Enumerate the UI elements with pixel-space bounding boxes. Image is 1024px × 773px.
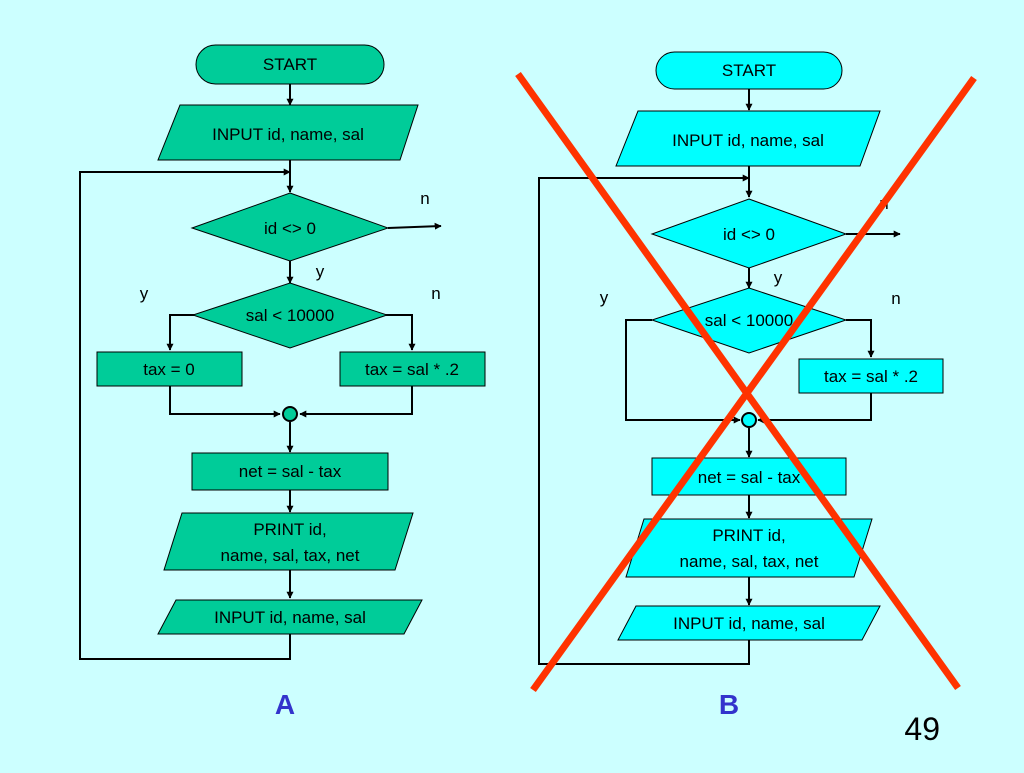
input-bottom-label: INPUT id, name, sal	[673, 614, 825, 633]
tax-rate-process	[798, 358, 944, 394]
loop-condition-label: id <> 0	[264, 219, 316, 238]
connector-tax-no	[846, 319, 875, 358]
start-terminator	[655, 51, 843, 90]
start-label: START	[722, 61, 776, 80]
flowchart-b: START INPUT id, name, sal id <> 0 n y sa…	[515, 51, 977, 720]
tax-zero-label: tax = 0	[143, 360, 195, 379]
flowchart-a-connectors	[79, 84, 442, 660]
print-label-line2: name, sal, tax, net	[680, 552, 819, 571]
flowchart-b-connectors	[538, 89, 901, 665]
tax-condition-label: sal < 10000	[246, 306, 334, 325]
net-label: net = sal - tax	[239, 462, 342, 481]
tax-yes-label: y	[600, 288, 609, 307]
connector-loop-back	[538, 174, 750, 665]
cross-out-stroke-2	[530, 75, 977, 693]
input-top-parallelogram	[157, 104, 419, 161]
connector-loop-exit	[387, 222, 442, 230]
loop-continue-label: y	[316, 262, 325, 281]
input-top-parallelogram	[615, 110, 881, 167]
cross-out-mark	[515, 71, 977, 693]
input-top-label: INPUT id, name, sal	[672, 131, 824, 150]
start-terminator	[195, 44, 385, 85]
print-label-line1: PRINT id,	[253, 520, 326, 539]
connector-tax-no	[385, 314, 416, 351]
input-bottom-label: INPUT id, name, sal	[214, 608, 366, 627]
loop-condition-label: id <> 0	[723, 225, 775, 244]
panel-label-b: B	[719, 689, 739, 720]
input-bottom-parallelogram	[617, 605, 881, 641]
tax-zero-process	[96, 351, 243, 387]
join-connector	[741, 412, 757, 428]
tax-rate-process	[339, 351, 486, 387]
input-top-label: INPUT id, name, sal	[212, 125, 364, 144]
loop-continue-label: y	[774, 268, 783, 287]
join-connector	[282, 406, 298, 422]
loop-exit-label: n	[420, 189, 429, 208]
input-bottom-parallelogram	[157, 599, 423, 635]
connector-tax-rate-to-join	[757, 393, 872, 424]
loop-condition-diamond	[650, 198, 848, 269]
flowchart-a: START INPUT id, name, sal id <> 0 n y sa…	[79, 44, 486, 720]
tax-no-label: n	[891, 289, 900, 308]
cross-out-stroke-1	[515, 71, 961, 691]
tax-no-label: n	[431, 284, 440, 303]
connector-tax-rate-to-join	[299, 386, 413, 418]
connector-loop-back	[79, 168, 291, 660]
loop-condition-diamond	[190, 192, 390, 262]
start-label: START	[263, 55, 317, 74]
connector-tax-yes-to-join	[625, 319, 741, 424]
tax-condition-diamond	[191, 282, 389, 349]
tax-rate-label: tax = sal * .2	[365, 360, 459, 379]
connector-tax-zero-to-join	[169, 386, 281, 418]
tax-rate-label: tax = sal * .2	[824, 367, 918, 386]
page-number: 49	[904, 711, 940, 747]
print-label-line1: PRINT id,	[712, 526, 785, 545]
net-process	[191, 452, 389, 491]
print-parallelogram	[163, 512, 414, 571]
net-label: net = sal - tax	[698, 468, 801, 487]
connector-tax-yes	[166, 314, 195, 351]
panel-label-a: A	[275, 689, 295, 720]
tax-condition-label: sal < 10000	[705, 311, 793, 330]
print-label-line2: name, sal, tax, net	[221, 546, 360, 565]
tax-yes-label: y	[140, 284, 149, 303]
